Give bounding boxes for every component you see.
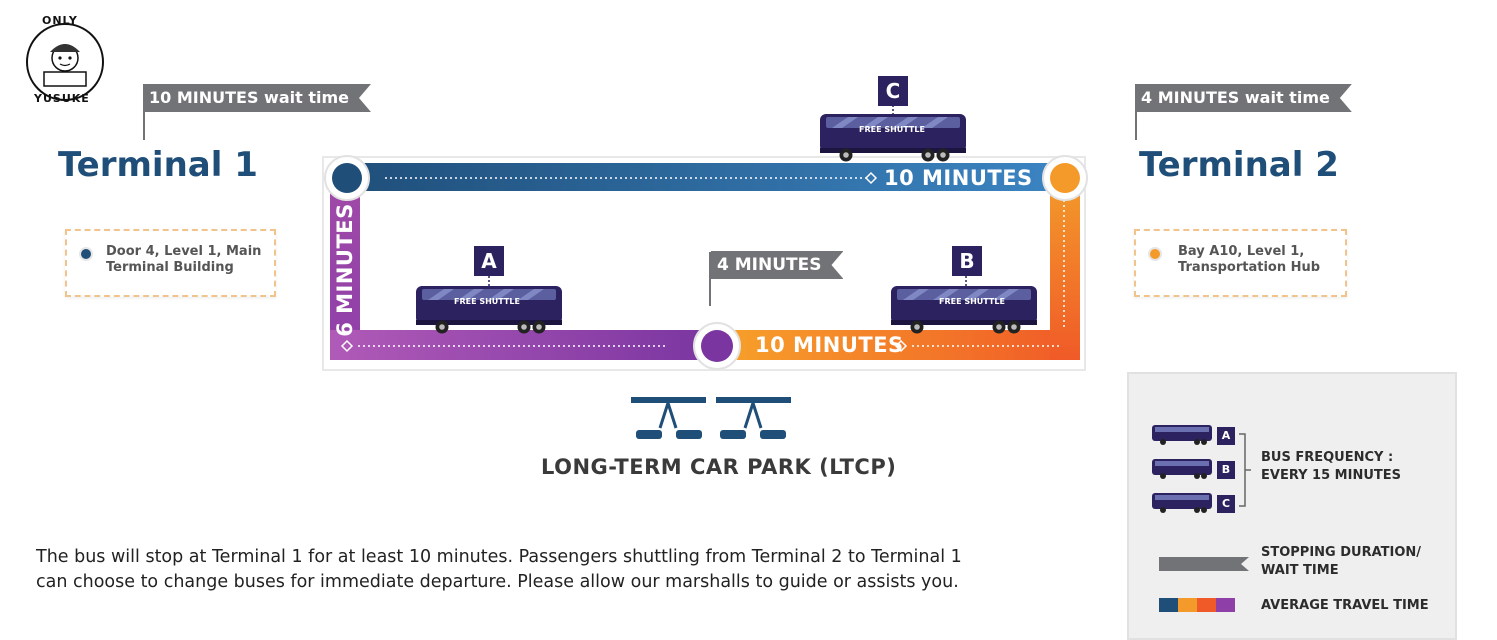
legend-bus-c-icon bbox=[1152, 493, 1212, 513]
legend-stopping: STOPPING DURATION/ WAIT TIME bbox=[1261, 544, 1421, 580]
legend-letter-b: B bbox=[1217, 461, 1235, 479]
legend-graphics bbox=[1152, 425, 1251, 612]
t1-station-dot bbox=[332, 163, 362, 193]
bottom-left-route-bar bbox=[330, 330, 718, 360]
bus-c-icon bbox=[820, 114, 966, 162]
t1-location-line1: Door 4, Level 1, Main bbox=[106, 244, 262, 259]
legend-frequency: BUS FREQUENCY : EVERY 15 MINUTES bbox=[1261, 449, 1401, 485]
bottom-left-diamond-icon bbox=[340, 339, 354, 353]
ltcp-station-dot bbox=[701, 330, 733, 362]
legend-frequency-line2: EVERY 15 MINUTES bbox=[1261, 468, 1401, 483]
left-segment-time: 6 MINUTES bbox=[333, 203, 357, 337]
bus-a-label: A bbox=[474, 246, 504, 276]
note-line1: The bus will stop at Terminal 1 for at l… bbox=[36, 547, 962, 567]
legend-letter-a: A bbox=[1217, 427, 1235, 445]
car-park-label: LONG-TERM CAR PARK (LTCP) bbox=[541, 455, 897, 479]
legend-bus-a-icon bbox=[1152, 425, 1212, 445]
legend-letter-c: C bbox=[1217, 495, 1235, 513]
right-route-bar bbox=[1050, 180, 1080, 360]
route-frame bbox=[322, 156, 1086, 371]
car-park-icon bbox=[631, 397, 791, 439]
bus-b-text: FREE SHUTTLE bbox=[939, 297, 1005, 306]
top-route-bar bbox=[330, 163, 1080, 191]
logo-emblem-icon bbox=[26, 23, 104, 101]
bus-a-icon bbox=[416, 286, 562, 334]
bottom-right-segment-time: 10 MINUTES bbox=[755, 333, 904, 357]
logo-top-text: ONLY bbox=[42, 14, 78, 27]
terminal1-location-box: Door 4, Level 1, Main Terminal Building bbox=[65, 229, 276, 297]
t2-station-dot bbox=[1050, 163, 1080, 193]
legend-travel: AVERAGE TRAVEL TIME bbox=[1261, 598, 1429, 613]
t2-location-dot-icon bbox=[1148, 247, 1162, 261]
legend-stopping-line1: STOPPING DURATION/ bbox=[1261, 545, 1422, 560]
bottom-right-route-bar bbox=[718, 330, 1080, 360]
t2-location-line2: Transportation Hub bbox=[1178, 260, 1321, 275]
legend-frequency-line1: BUS FREQUENCY : bbox=[1261, 450, 1394, 465]
legend-stopping-line2: WAIT TIME bbox=[1261, 563, 1339, 578]
legend-bracket bbox=[1239, 433, 1251, 507]
bus-b-icon bbox=[891, 286, 1037, 334]
logo-bottom-text: YUSUKE bbox=[34, 92, 90, 105]
legend-wait-flag-icon bbox=[1159, 557, 1249, 571]
t2-wait-flag: 4 MINUTES wait time bbox=[1135, 84, 1352, 112]
logo: ONLY YUSUKE bbox=[22, 14, 108, 106]
bus-c-text: FREE SHUTTLE bbox=[859, 125, 925, 134]
legend-travel-bar bbox=[1216, 598, 1235, 612]
terminal2-title: Terminal 2 bbox=[1139, 145, 1339, 185]
top-diamond-icon bbox=[864, 171, 878, 185]
terminal1-title: Terminal 1 bbox=[58, 145, 258, 185]
t2-flag-pole bbox=[1135, 84, 1137, 140]
note-line2: can choose to change buses for immediate… bbox=[36, 572, 959, 592]
legend-bus-b-icon bbox=[1152, 459, 1212, 479]
t1-location-dot-icon bbox=[79, 247, 93, 261]
bus-b-label: B bbox=[952, 246, 982, 276]
ltcp-wait-flag: 4 MINUTES bbox=[711, 251, 843, 279]
top-segment-time: 10 MINUTES bbox=[884, 166, 1033, 190]
t2-location-line1: Bay A10, Level 1, bbox=[1178, 244, 1305, 259]
bottom-right-diamond-icon bbox=[894, 339, 908, 353]
t1-wait-flag: 10 MINUTES wait time bbox=[143, 84, 371, 112]
note-text: The bus will stop at Terminal 1 for at l… bbox=[36, 545, 962, 595]
bus-a-text: FREE SHUTTLE bbox=[454, 297, 520, 306]
t1-location-line2: Terminal Building bbox=[106, 260, 234, 275]
bus-c-label: C bbox=[878, 76, 908, 106]
terminal2-location-box: Bay A10, Level 1, Transportation Hub bbox=[1134, 229, 1347, 297]
legend: A B C BUS FREQUENCY : EVERY 15 MINUTES S… bbox=[1127, 372, 1457, 640]
t1-flag-pole bbox=[143, 84, 145, 140]
